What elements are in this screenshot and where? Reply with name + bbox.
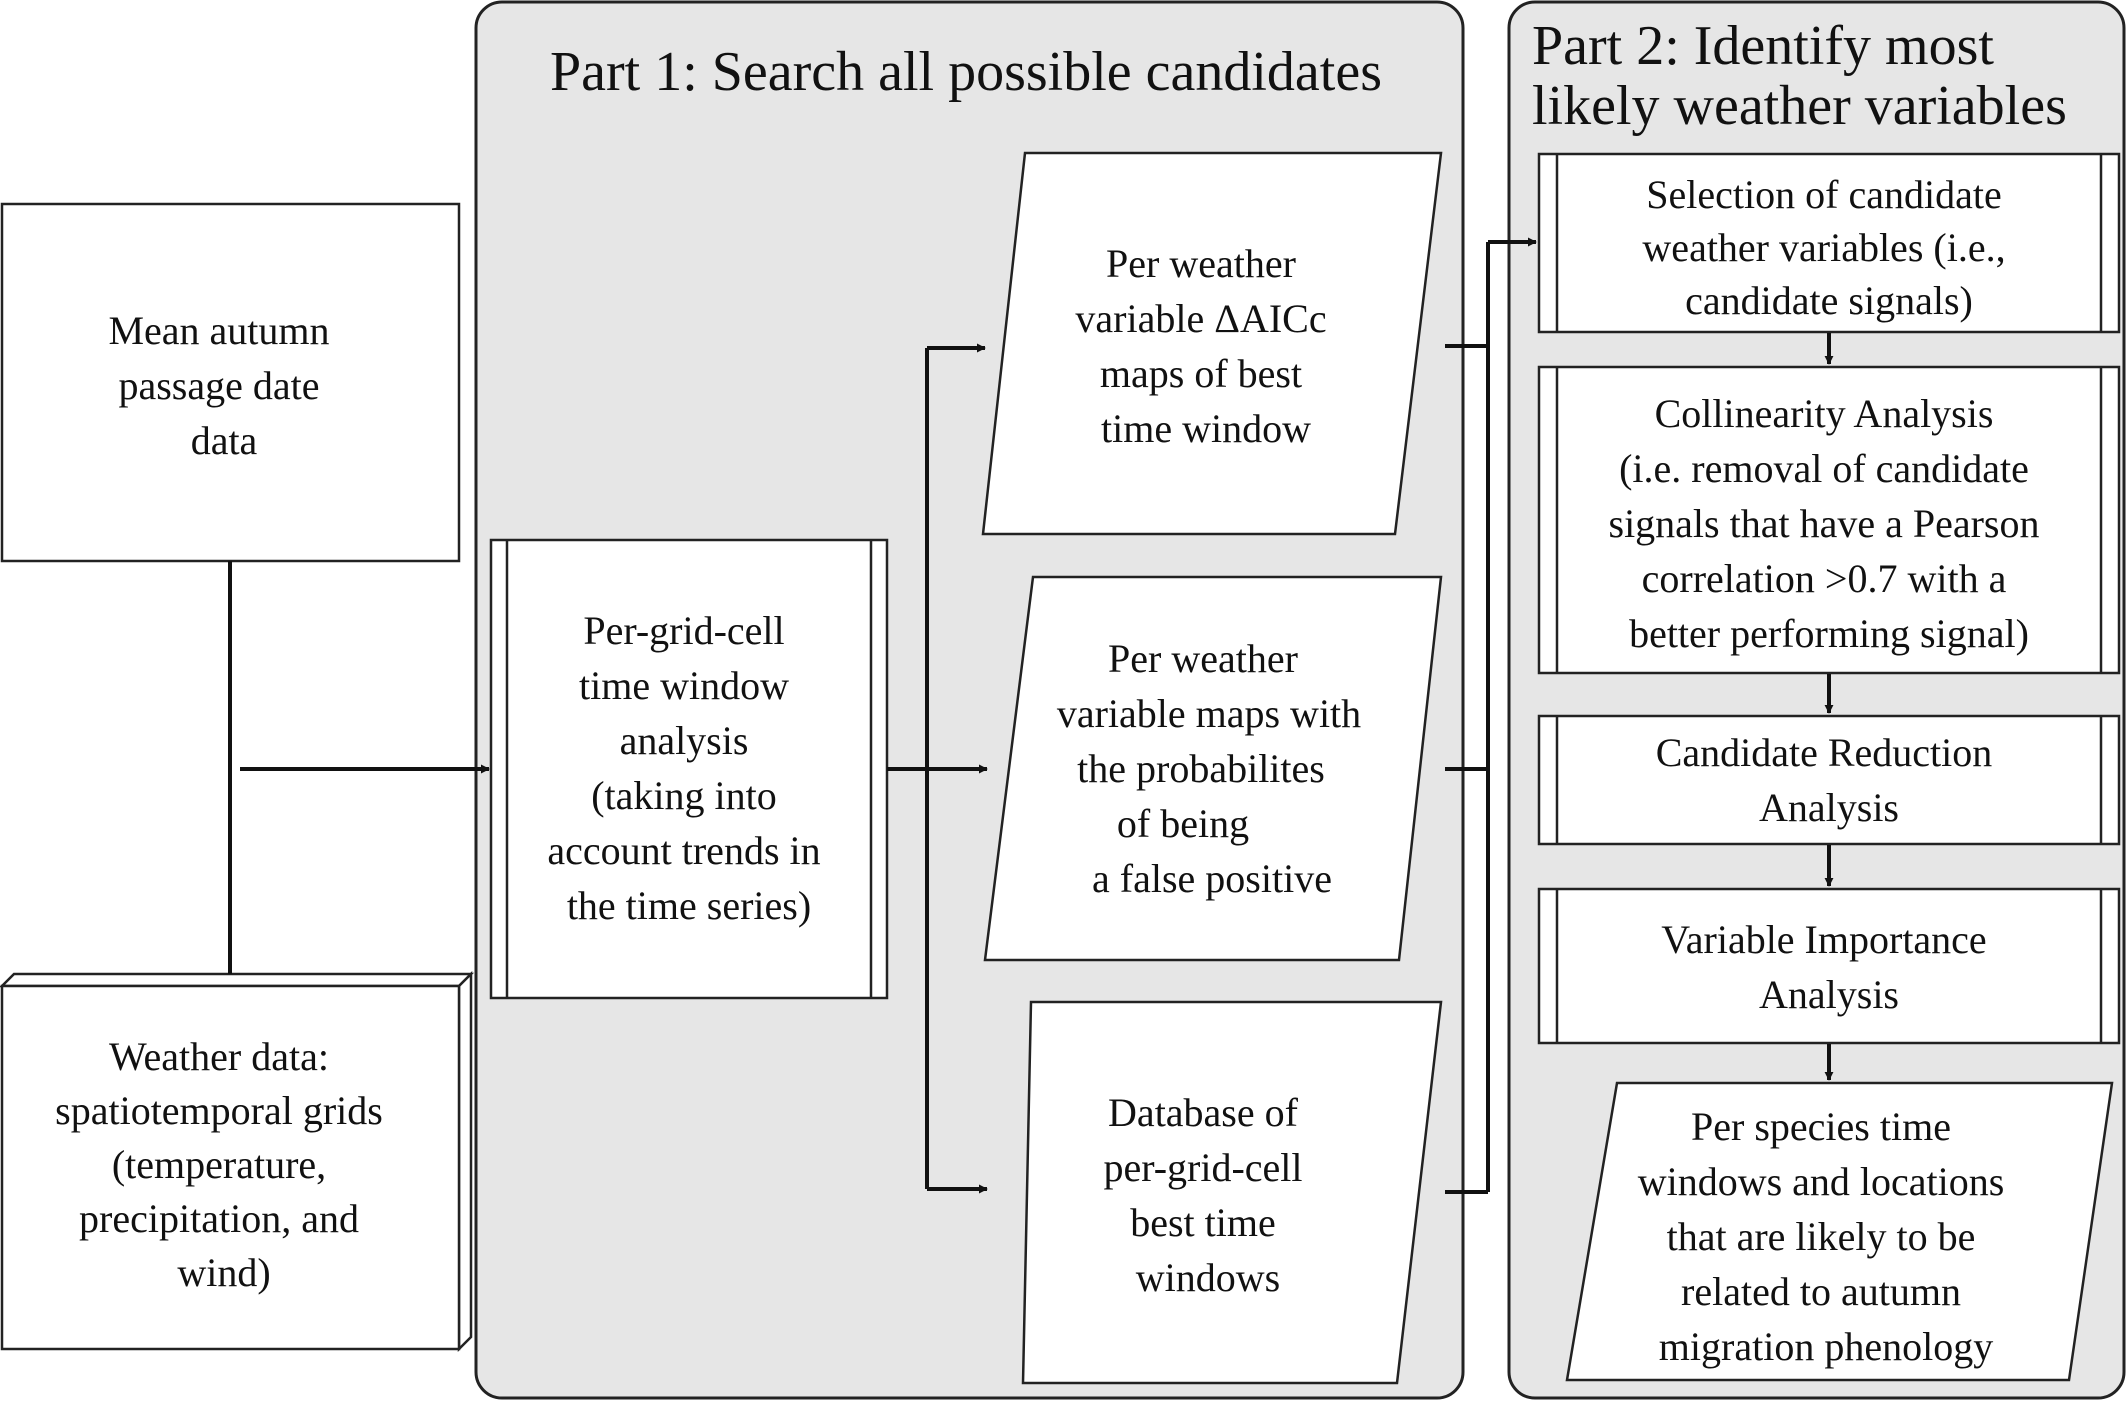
passage-line: data [191, 418, 258, 463]
weather-line: precipitation, and [79, 1196, 359, 1241]
weather-data-label: Weather data: spatiotemporal grids (temp… [55, 1034, 393, 1295]
probabilities-line: variable maps with [1057, 691, 1361, 736]
time-window-analysis-label: Per-grid-cell time window analysis (taki… [547, 608, 830, 928]
weather-box-side [457, 970, 473, 1353]
collinearity-line: Collinearity Analysis [1655, 391, 1994, 436]
selection-step-box [1537, 152, 2121, 334]
collinearity-box-frame [1537, 365, 2121, 675]
time-window-database-label: Database of per-grid-cell best time wind… [1103, 1090, 1312, 1300]
database-line: per-grid-cell [1103, 1145, 1302, 1190]
reduction-line: Candidate Reduction [1656, 730, 1993, 775]
false-positive-maps-label: Per weather variable maps with the proba… [1057, 636, 1371, 901]
part2-panel [1507, 0, 2126, 1400]
passage-line: Mean autumn [108, 308, 329, 353]
weather-data-box [0, 970, 475, 1353]
part2-title-line: likely weather variables [1532, 75, 2067, 137]
collinearity-line: signals that have a Pearson [1609, 501, 2040, 546]
database-line: windows [1136, 1255, 1280, 1300]
time-window-database-output [1021, 1000, 1443, 1385]
analysis-line: account trends in [547, 828, 820, 873]
importance-box-frame [1537, 887, 2121, 1045]
passage-line: passage date [118, 363, 319, 408]
aicc-line: maps of best [1100, 351, 1302, 396]
weather-line: Weather data: [109, 1034, 329, 1079]
analysis-line: time window [579, 663, 789, 708]
variable-importance-label: Variable Importance Analysis [1661, 917, 1996, 1017]
result-line: Per species time [1691, 1104, 1951, 1149]
weather-line: spatiotemporal grids [55, 1088, 383, 1133]
importance-line: Analysis [1759, 972, 1899, 1017]
part2-title-line: Part 2: Identify most [1532, 15, 1994, 77]
analysis-line: (taking into [591, 773, 777, 818]
reduction-line: Analysis [1759, 785, 1899, 830]
probabilities-line: a false positive [1092, 856, 1332, 901]
false-positive-maps-output [983, 575, 1443, 962]
selection-line: weather variables (i.e., [1642, 225, 2005, 270]
weather-line: (temperature, [112, 1142, 326, 1187]
part2-title: Part 2: Identify most likely weather var… [1532, 15, 2067, 137]
weather-box-top [0, 972, 475, 988]
aicc-line: Per weather [1106, 241, 1296, 286]
reduction-box-frame [1537, 714, 2121, 846]
weather-box-front [0, 984, 461, 1351]
weather-line: wind) [177, 1250, 270, 1295]
probabilities-line: the probabilites [1077, 746, 1325, 791]
database-line: Database of [1108, 1090, 1299, 1135]
selection-step-label: Selection of candidate weather variables… [1642, 172, 2015, 323]
probabilities-line: Per weather [1108, 636, 1298, 681]
aicc-maps-label: Per weather variable ΔAICc maps of best … [1075, 241, 1336, 451]
analysis-line: analysis [620, 718, 749, 763]
analysis-line: the time series) [567, 883, 811, 928]
analysis-line: Per-grid-cell [583, 608, 784, 653]
result-line: windows and locations [1638, 1159, 2005, 1204]
aicc-line: time window [1101, 406, 1311, 451]
result-line: migration phenology [1659, 1324, 1993, 1369]
result-line: that are likely to be [1667, 1214, 1976, 1259]
result-output-label: Per species time windows and locations t… [1638, 1104, 2015, 1369]
database-line: best time [1130, 1200, 1276, 1245]
collinearity-line: (i.e. removal of candidate [1619, 446, 2029, 491]
aicc-maps-output [981, 151, 1443, 536]
aicc-line: variable ΔAICc [1075, 296, 1326, 341]
collinearity-line: better performing signal) [1629, 611, 2029, 656]
selection-line: candidate signals) [1685, 278, 1973, 323]
part1-title: Part 1: Search all possible candidates [550, 41, 1382, 103]
candidate-reduction-step-box [1537, 714, 2121, 846]
importance-line: Variable Importance [1661, 917, 1986, 962]
probabilities-line: of being [1117, 801, 1249, 846]
result-output [1565, 1081, 2114, 1382]
passage-data-label: Mean autumn passage date data [108, 308, 339, 463]
collinearity-step-label: Collinearity Analysis (i.e. removal of c… [1609, 391, 2050, 656]
collinearity-step-box [1537, 365, 2121, 675]
selection-box-frame [1537, 152, 2121, 334]
result-line: related to autumn [1681, 1269, 1961, 1314]
analysis-box-frame [489, 538, 889, 1000]
time-window-analysis-box [489, 538, 889, 1000]
selection-line: Selection of candidate [1646, 172, 2001, 217]
variable-importance-step-box [1537, 887, 2121, 1045]
collinearity-line: correlation >0.7 with a [1642, 556, 2007, 601]
candidate-reduction-label: Candidate Reduction Analysis [1656, 730, 2003, 830]
